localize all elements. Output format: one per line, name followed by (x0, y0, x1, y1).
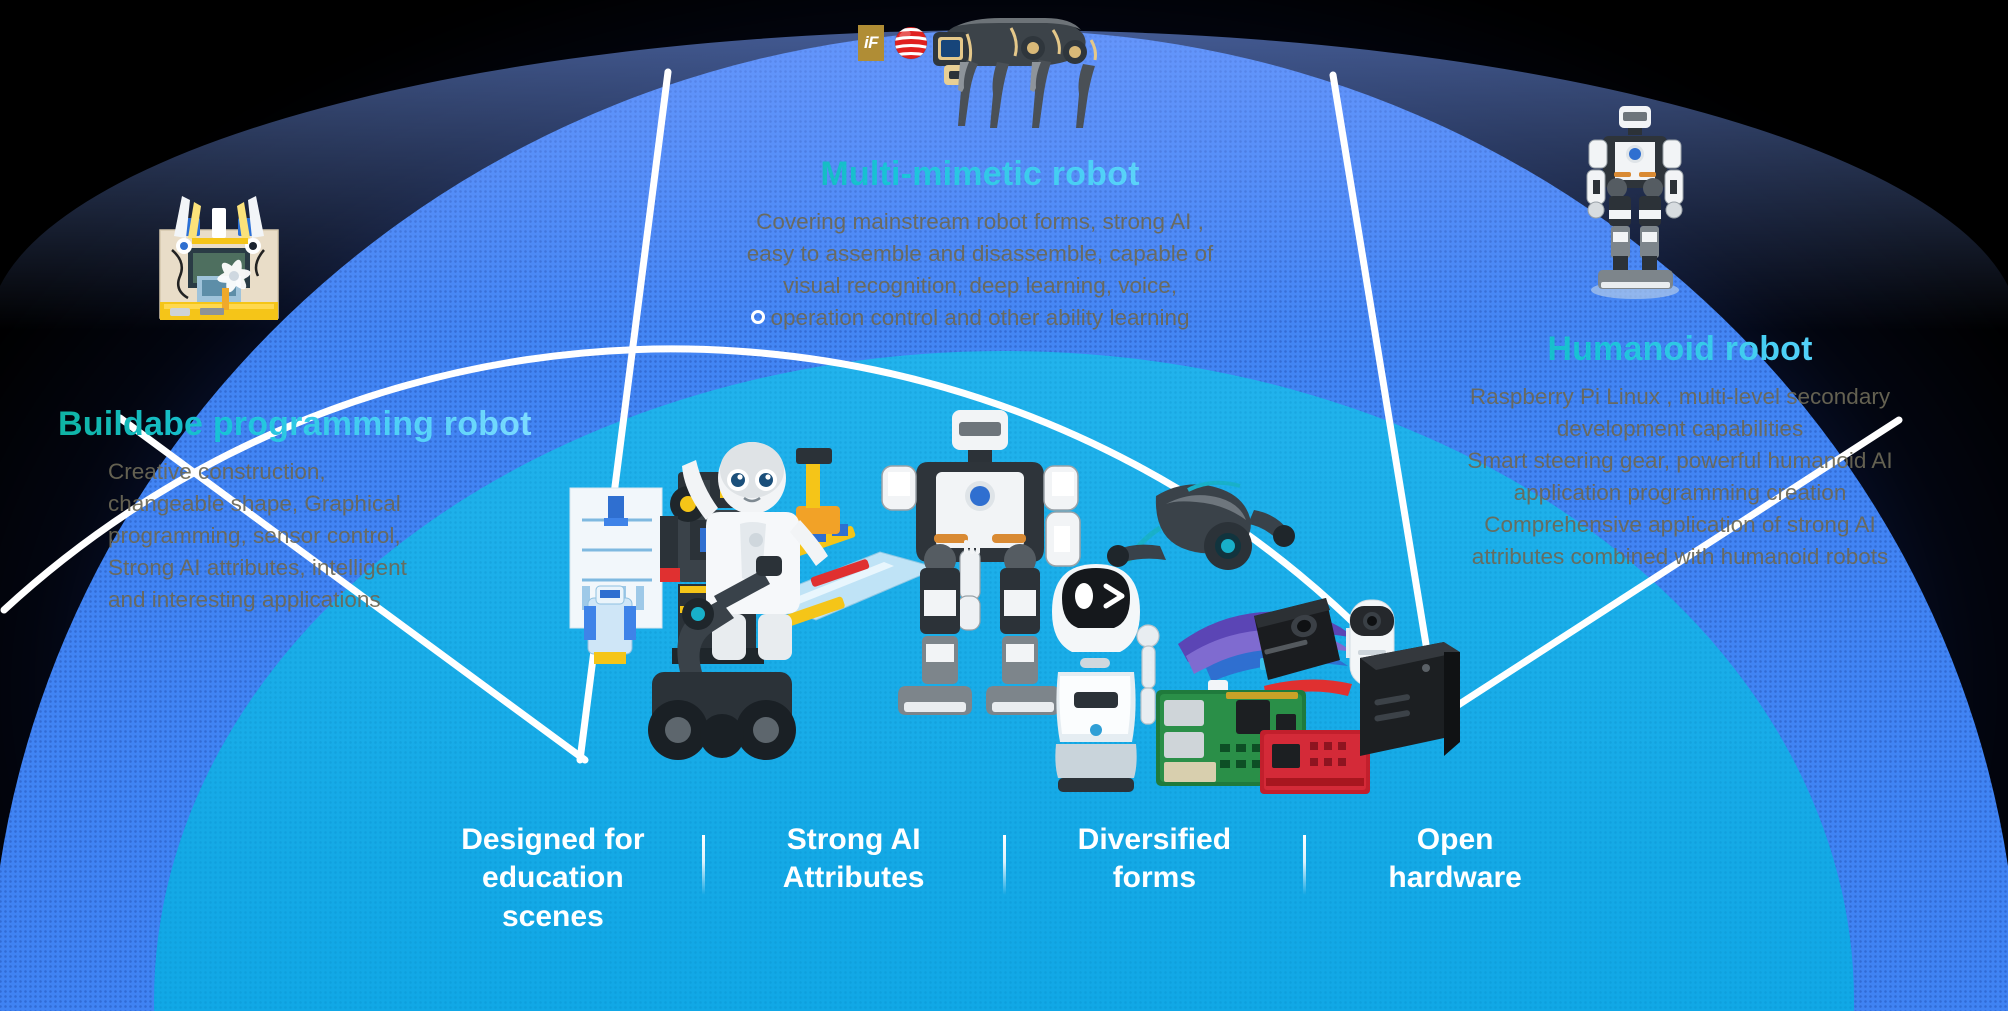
drone-robot (1107, 480, 1295, 570)
section-body-line: attributes combined with humanoid robots (1471, 543, 1889, 569)
red-dot-award-badge (894, 26, 928, 60)
section-buildable-programming-robot: Buildabe programming robot Creative cons… (58, 405, 538, 616)
section-body-line: changeable shape, Graphical (108, 491, 401, 517)
feature-label-education: Designed for education scenes (461, 823, 645, 933)
center-humanoid-robot (881, 410, 1081, 715)
section-body-humanoid: Raspberry Pi Linux , multi-level seconda… (1400, 381, 1960, 573)
mini-pc-box (1360, 642, 1460, 756)
section-title-multi-mimetic: Multi-mimetic robot (700, 155, 1260, 194)
section-body-line: and interesting applications (108, 586, 381, 612)
robotic-arm-tracked-base (648, 556, 796, 760)
feature-divider (1303, 835, 1307, 895)
section-body-line: visual recognition, deep learning, voice… (783, 272, 1177, 298)
single-board-computer (1156, 690, 1370, 794)
buildable-programming-robot-image (159, 196, 279, 320)
section-body-line: Comprehensive application of strong AI (1484, 511, 1876, 537)
white-humanoid-social-robot (682, 442, 828, 660)
section-body-line: development capabilities (1556, 416, 1804, 442)
section-multi-mimetic-robot: Multi-mimetic robot Covering mainstream … (700, 155, 1260, 334)
feature-divider (701, 835, 705, 895)
section-humanoid-robot: Humanoid robot Raspberry Pi Linux , mult… (1400, 330, 1960, 573)
lego-track-board (758, 448, 940, 633)
section-body-line: application programming creation (1513, 479, 1847, 505)
section-body-line: programming, sensor control, (108, 522, 401, 548)
feature-label-strong-ai: Strong AI Attributes (782, 823, 925, 895)
quadruped-robot-image (933, 18, 1097, 128)
feature-label-row: Designed for education scenes Strong AI … (404, 821, 1604, 981)
section-body-line: operation control and other ability lear… (770, 304, 1190, 330)
if-design-award-badge: iF (858, 25, 884, 61)
humanoid-robot-image (1586, 106, 1684, 299)
section-body-line: Strong AI attributes, intelligent (108, 554, 407, 580)
section-body-multi-mimetic: Covering mainstream robot forms, strong … (700, 206, 1260, 334)
section-body-line: Raspberry Pi Linux , multi-level seconda… (1469, 384, 1891, 410)
section-body-line: Smart steering gear, powerful humanoid A… (1467, 447, 1893, 473)
section-title-humanoid: Humanoid robot (1400, 330, 1960, 369)
feature-label-diversified-forms: Diversified forms (1077, 823, 1232, 895)
robot-product-cluster-image (569, 410, 1460, 794)
section-body-line: easy to assemble and disassemble, capabl… (746, 241, 1214, 267)
feature-label-open-hardware: Open hardware (1388, 823, 1522, 895)
section-body-buildable: Creative construction, changeable shape,… (108, 456, 538, 616)
depth-camera-module (1254, 598, 1340, 680)
feature-divider (1002, 835, 1006, 895)
section-body-line: Creative construction, (108, 459, 326, 485)
section-body-line: Covering mainstream robot forms, strong … (756, 209, 1204, 235)
section-title-buildable: Buildabe programming robot (58, 405, 538, 444)
lego-build-panel (569, 487, 663, 664)
service-robot (1052, 564, 1160, 792)
award-badges: iF (858, 25, 928, 61)
